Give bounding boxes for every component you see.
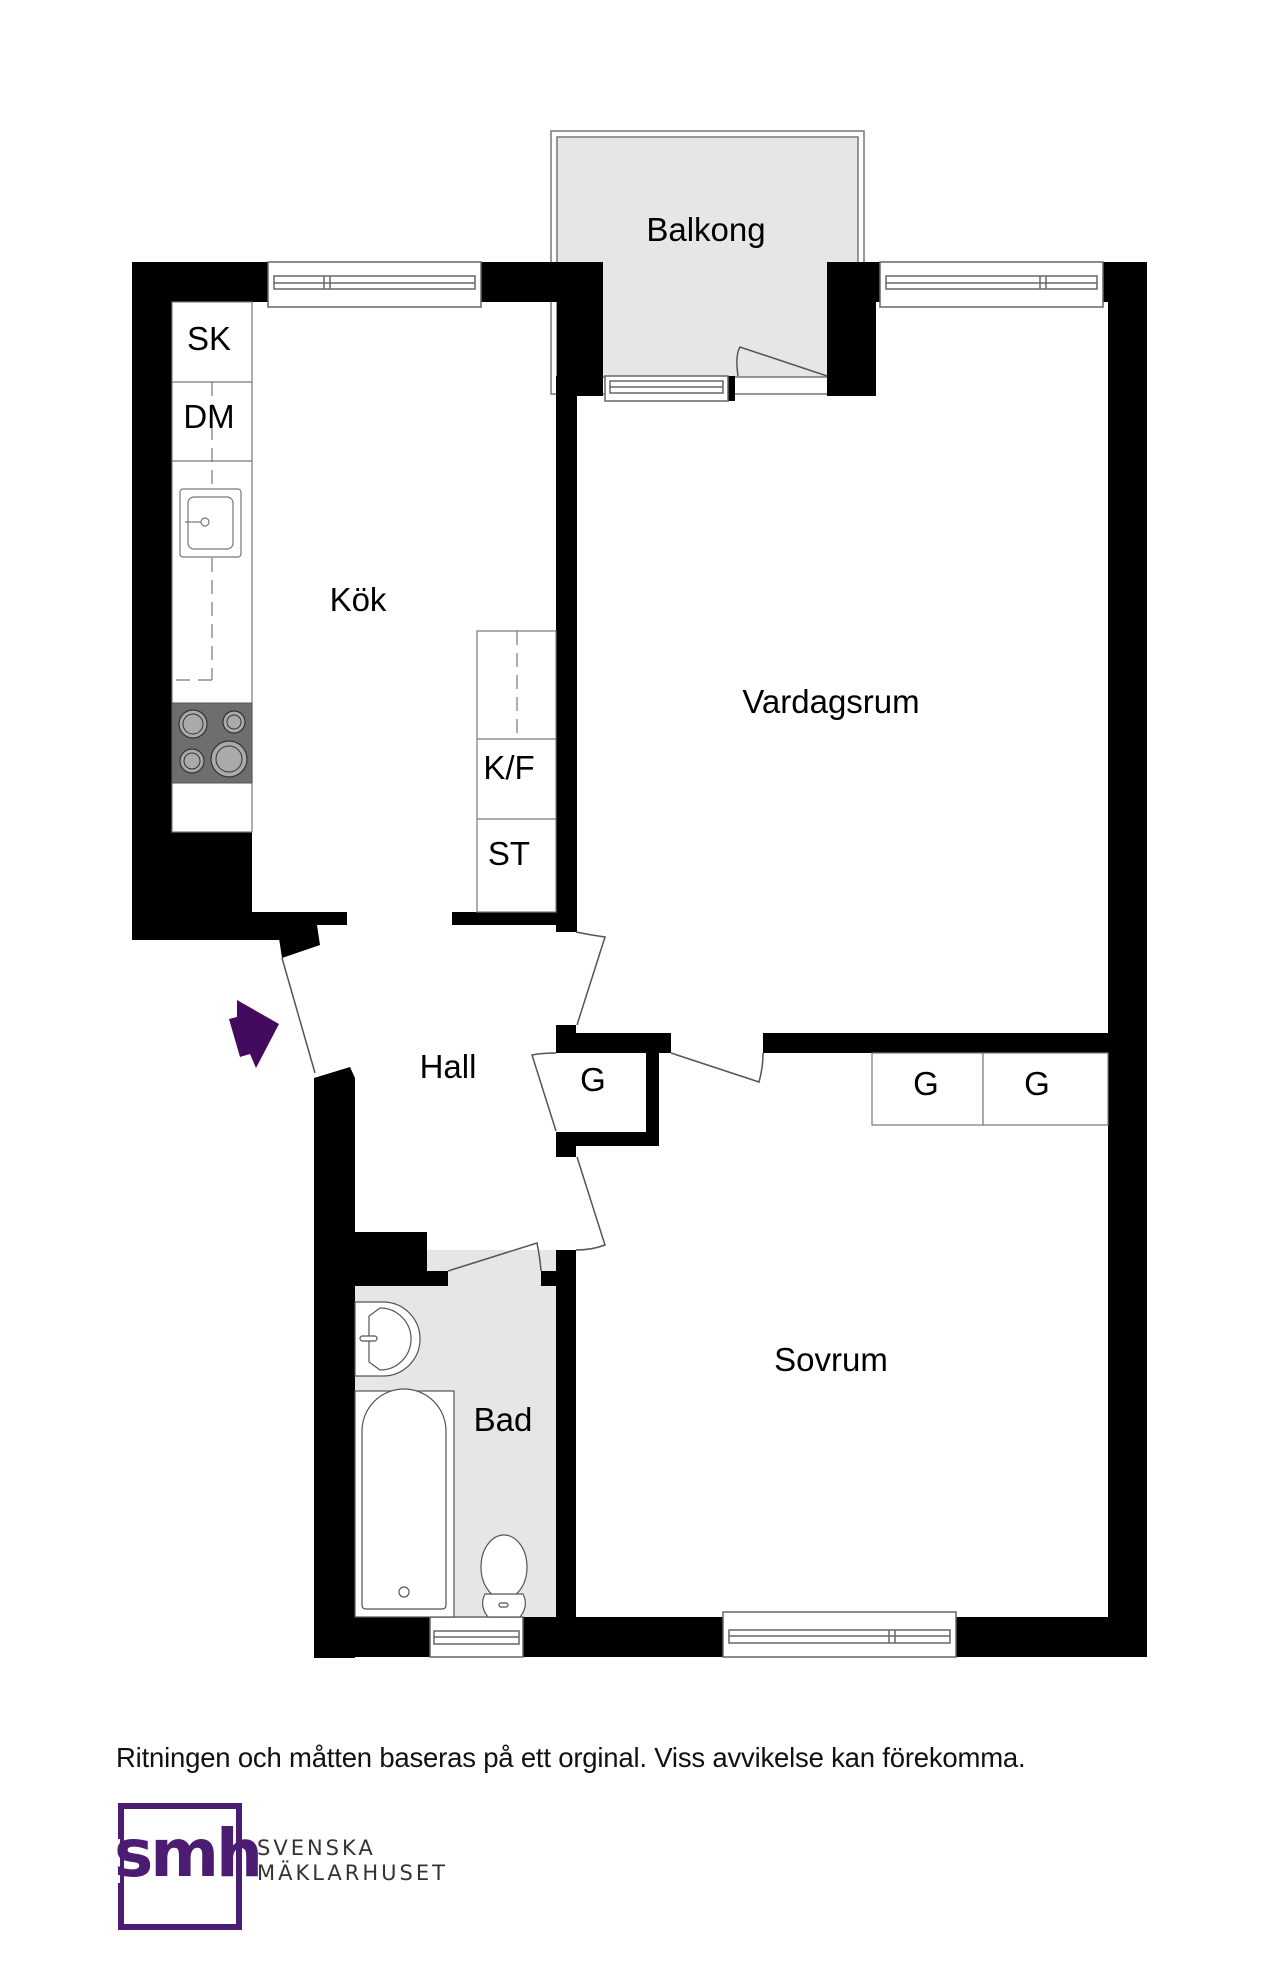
sink-icon bbox=[179, 488, 242, 558]
wardrobes-sovrum bbox=[871, 1052, 1109, 1126]
door-bathroom bbox=[447, 1242, 542, 1272]
windows bbox=[267, 261, 1104, 1658]
window-kitchen bbox=[267, 261, 482, 308]
company-logo: smh bbox=[112, 1803, 263, 1930]
floor-plan: Balkong Kök Vardagsrum Hall Bad Sovrum S… bbox=[132, 130, 1147, 1658]
window-sovrum bbox=[722, 1611, 957, 1658]
logo-mark: smh bbox=[114, 1815, 263, 1892]
fixture-label-g-hall: G bbox=[580, 1061, 606, 1098]
room-label-hall: Hall bbox=[420, 1048, 477, 1085]
door-closet-hall bbox=[531, 1052, 557, 1132]
walls bbox=[132, 262, 1147, 1658]
washbasin-icon bbox=[354, 1301, 421, 1377]
bathtub-icon bbox=[354, 1388, 455, 1618]
door-balcony bbox=[736, 346, 828, 377]
room-label-balkong: Balkong bbox=[646, 211, 765, 248]
logo-frame-gap bbox=[112, 1839, 120, 1883]
window-balcony bbox=[604, 375, 729, 402]
fixture-label-g-sovrum-2: G bbox=[1024, 1065, 1050, 1102]
bathroom-fixtures bbox=[354, 1301, 528, 1618]
fixture-label-sk: SK bbox=[187, 320, 231, 357]
logo-wordmark: SVENSKA MÄKLARHUSET bbox=[257, 1836, 448, 1886]
door-kitchen-vardagsrum bbox=[575, 931, 606, 1026]
door-vardagsrum bbox=[670, 1052, 764, 1083]
disclaimer-text: Ritningen och måtten baseras på ett orgi… bbox=[116, 1742, 1026, 1773]
entrance-arrow-icon bbox=[229, 1000, 279, 1068]
stove-icon bbox=[171, 702, 253, 784]
window-vardagsrum bbox=[879, 261, 1104, 308]
fixture-label-kf: K/F bbox=[483, 749, 534, 786]
doors bbox=[281, 346, 828, 1272]
fixture-label-dm: DM bbox=[183, 398, 234, 435]
toilet-icon bbox=[480, 1534, 528, 1618]
logo-frame bbox=[118, 1803, 242, 1930]
door-entrance bbox=[281, 957, 316, 1074]
room-label-vardagsrum: Vardagsrum bbox=[742, 683, 919, 720]
balcony bbox=[550, 130, 865, 395]
room-label-bad: Bad bbox=[474, 1401, 533, 1438]
logo-line-2: MÄKLARHUSET bbox=[257, 1861, 448, 1885]
room-label-kok: Kök bbox=[330, 581, 387, 618]
door-sovrum bbox=[575, 1156, 606, 1251]
room-label-sovrum: Sovrum bbox=[774, 1341, 888, 1378]
fixture-label-st: ST bbox=[488, 835, 530, 872]
logo-line-1: SVENSKA bbox=[257, 1836, 376, 1860]
kitchen-counter-right bbox=[476, 630, 557, 913]
window-bathroom bbox=[429, 1616, 524, 1658]
fixture-label-g-sovrum-1: G bbox=[913, 1065, 939, 1102]
